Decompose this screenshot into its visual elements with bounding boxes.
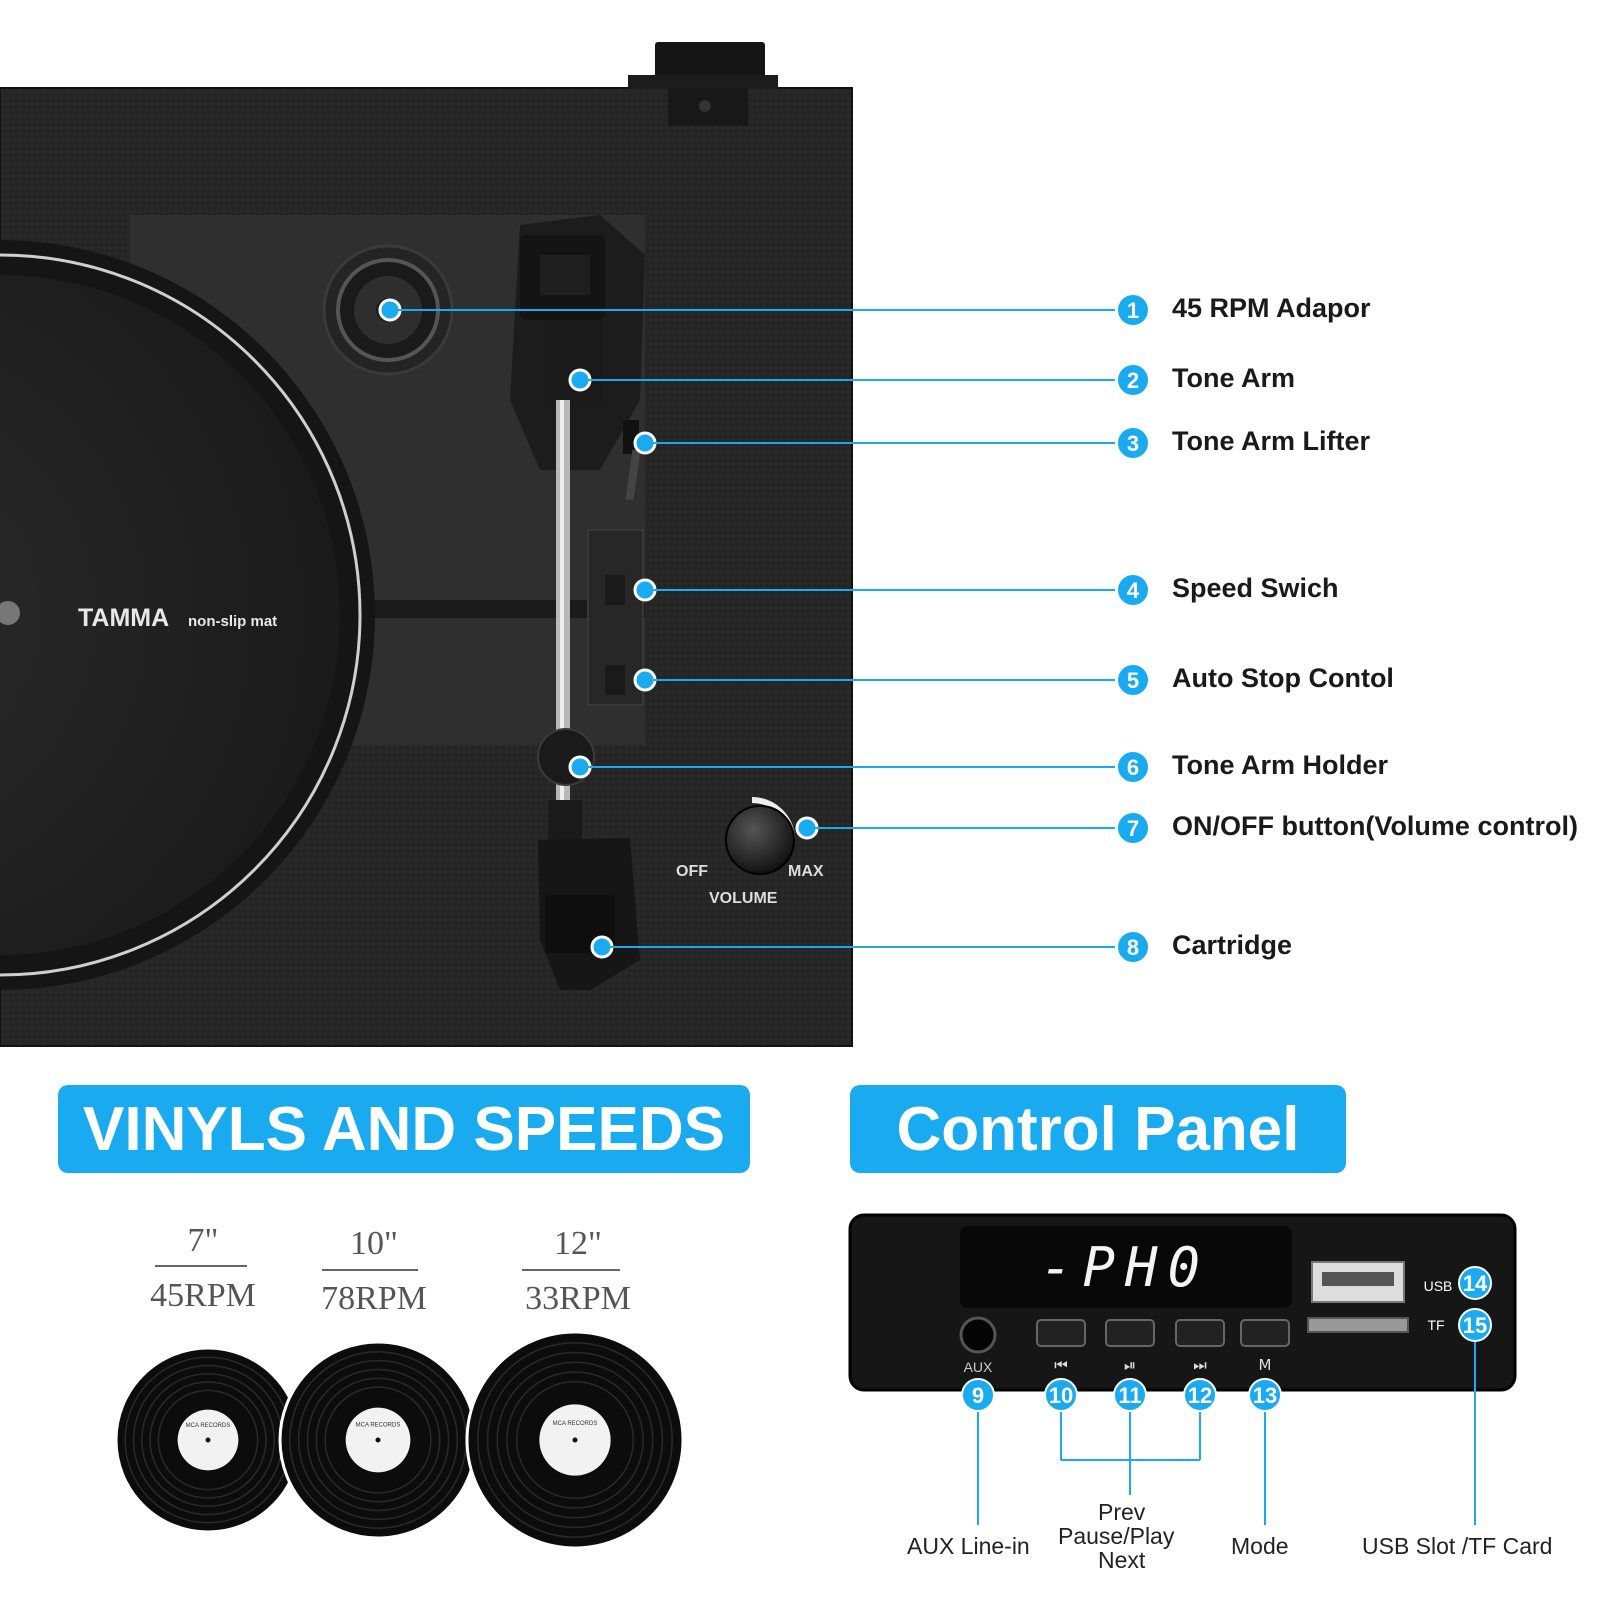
vinyl-records: MCA RECORDS MCA RECORDS MCA RECORDS <box>114 1265 685 1550</box>
vinyl-size-7: 7" <box>187 1222 219 1259</box>
callout-badge-num-8: 8 <box>1127 935 1139 960</box>
panel-badge-11 <box>1113 1378 1147 1412</box>
callout-badge-num-3: 3 <box>1127 431 1139 456</box>
panel-badge-num-9: 9 <box>972 1383 984 1408</box>
callout-badge-num-4: 4 <box>1127 578 1140 603</box>
led-display <box>960 1226 1292 1308</box>
prev-button[interactable] <box>1036 1319 1086 1347</box>
vinyl-record-0: MCA RECORDS <box>114 1346 302 1534</box>
vinyl-rpm-78: 78RPM <box>321 1280 427 1317</box>
callout-badge-1 <box>1116 293 1150 327</box>
pause-play-label: Pause/Play <box>1058 1523 1175 1549</box>
mode-icon: M <box>1259 1356 1272 1374</box>
callout-badge-num-5: 5 <box>1127 668 1139 693</box>
auto-stop-switch[interactable] <box>605 665 625 695</box>
panel-badge-num-15: 15 <box>1463 1313 1487 1338</box>
record-label-text-0: MCA RECORDS <box>186 1423 231 1429</box>
callout-badge-num-2: 2 <box>1127 368 1139 393</box>
vinyl-record-2: MCA RECORDS <box>465 1330 685 1550</box>
hinge <box>628 42 778 126</box>
play-pause-icon: ⏯ <box>1124 1356 1136 1374</box>
control-panel-device: -PH0 AUX ⏮ ⏯ ⏭ M USB TF <box>848 1213 1517 1392</box>
volume-off-label: OFF <box>676 863 708 880</box>
control-panel-banner: Control Panel <box>850 1085 1346 1173</box>
mode-button[interactable] <box>1240 1319 1290 1347</box>
tf-slot[interactable] <box>1307 1317 1409 1333</box>
next-icon: ⏭ <box>1193 1356 1207 1374</box>
panel-buttons: ⏮ ⏯ ⏭ M <box>1036 1319 1290 1374</box>
cartridge <box>538 838 640 990</box>
platter[interactable]: TAMMA non-slip mat <box>0 240 375 990</box>
panel-leaders <box>977 1340 1476 1525</box>
callout-badge-num-1: 1 <box>1127 298 1139 323</box>
tf-label: TF <box>1427 1317 1444 1333</box>
callout-badge-6 <box>1116 750 1150 784</box>
volume-max-label: MAX <box>788 863 824 880</box>
vinyl-size-10: 10" <box>350 1225 398 1262</box>
callout-lines: 1 2 3 4 5 6 7 8 <box>378 293 1150 964</box>
callout-badge-4 <box>1116 573 1150 607</box>
callout-label-1: 45 RPM Adapor <box>1172 293 1371 323</box>
panel-badge-15 <box>1458 1308 1492 1342</box>
next-label: Next <box>1098 1547 1146 1573</box>
next-button[interactable] <box>1175 1319 1225 1347</box>
volume-knob[interactable] <box>725 796 795 875</box>
panel-badge-num-14: 14 <box>1463 1271 1488 1296</box>
prev-label: Prev <box>1098 1499 1146 1525</box>
mode-label: Mode <box>1231 1533 1289 1559</box>
callout-badge-num-7: 7 <box>1127 816 1139 841</box>
vinyl-record-1: MCA RECORDS <box>278 1340 478 1540</box>
mat-subtitle: non-slip mat <box>188 613 277 630</box>
vinyls-speeds-banner: VINYLS AND SPEEDS <box>58 1085 750 1173</box>
vinyl-size-12: 12" <box>554 1225 602 1262</box>
volume-label: VOLUME <box>709 890 778 907</box>
callout-badge-num-6: 6 <box>1127 755 1139 780</box>
record-label-text-1: MCA RECORDS <box>356 1422 401 1428</box>
panel-badge-14 <box>1458 1266 1492 1300</box>
aux-line-in-label: AUX Line-in <box>907 1533 1030 1559</box>
aux-jack-label: AUX <box>964 1359 993 1375</box>
callout-badge-2 <box>1116 363 1150 397</box>
usb-tf-label: USB Slot /TF Card <box>1362 1533 1553 1559</box>
vinyl-rpm-33: 33RPM <box>525 1280 631 1317</box>
callout-badge-8 <box>1116 930 1150 964</box>
tone-arm[interactable] <box>510 215 645 990</box>
spindle <box>0 601 20 625</box>
callout-badge-7 <box>1116 811 1150 845</box>
panel-badge-9 <box>961 1378 995 1412</box>
callout-label-4: Speed Swich <box>1172 573 1339 603</box>
aux-jack[interactable] <box>959 1316 997 1354</box>
callout-label-5: Auto Stop Contol <box>1172 663 1394 693</box>
callout-label-3: Tone Arm Lifter <box>1172 426 1371 456</box>
display-readout: -PH0 <box>1040 1236 1210 1299</box>
panel-badge-num-10: 10 <box>1049 1383 1073 1408</box>
prev-icon: ⏮ <box>1054 1356 1068 1374</box>
callout-label-8: Cartridge <box>1172 930 1293 960</box>
panel-badge-num-12: 12 <box>1188 1383 1212 1408</box>
switch-panel <box>587 529 644 706</box>
callout-badge-5 <box>1116 663 1150 697</box>
panel-badge-num-13: 13 <box>1253 1383 1277 1408</box>
panel-badge-num-11: 11 <box>1118 1383 1141 1408</box>
panel-badge-10 <box>1044 1378 1078 1412</box>
vinyl-rpm-45: 45RPM <box>150 1277 256 1314</box>
callout-label-2: Tone Arm <box>1172 363 1296 393</box>
speed-switch[interactable] <box>605 575 625 605</box>
panel-badges: 9 10 11 12 13 14 15 <box>961 1266 1492 1412</box>
panel-badge-12 <box>1183 1378 1217 1412</box>
record-label-text-2: MCA RECORDS <box>553 1421 598 1427</box>
play-pause-button[interactable] <box>1105 1319 1155 1347</box>
mat-brand: TAMMA <box>78 604 169 632</box>
callout-label-6: Tone Arm Holder <box>1172 750 1389 780</box>
usb-label: USB <box>1424 1278 1453 1294</box>
callout-badge-3 <box>1116 426 1150 460</box>
callout-label-7: ON/OFF button(Volume control) <box>1172 811 1578 841</box>
panel-badge-13 <box>1248 1378 1282 1412</box>
